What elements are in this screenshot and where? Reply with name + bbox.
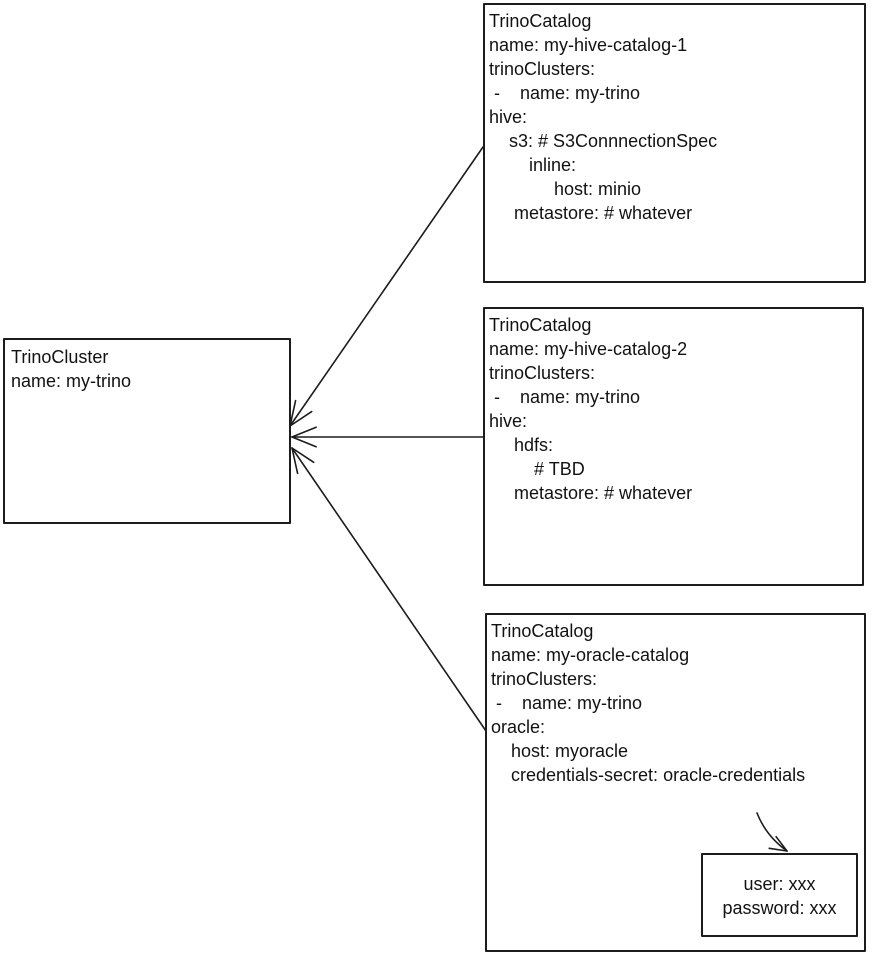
catalog1-host-line: host: minio: [489, 179, 642, 199]
catalog2-trinoclusters-line: trinoClusters:: [489, 363, 596, 383]
catalog2-hdfs-line: hdfs:: [489, 435, 554, 455]
trino-catalog-3-node: TrinoCatalog name: my-oracle-catalog tri…: [485, 613, 866, 952]
catalog1-s3-line: s3: # S3ConnnectionSpec: [489, 131, 718, 151]
connector-catalog1-to-cluster: [289, 146, 484, 427]
catalog2-cluster-ref-line: - name: my-trino: [489, 387, 641, 407]
trino-catalog-1-node: TrinoCatalog name: my-hive-catalog-1 tri…: [483, 3, 866, 283]
connector-catalog3-to-cluster: [291, 447, 487, 732]
cluster-name-line: name: my-trino: [11, 371, 132, 391]
catalog1-cluster-ref-line: - name: my-trino: [489, 83, 641, 103]
catalog2-tbd-line: # TBD: [489, 459, 585, 479]
arrowhead-catalog2-barb: [291, 426, 317, 438]
catalog2-metastore-line: metastore: # whatever: [489, 483, 693, 503]
trino-cluster-node: TrinoCluster name: my-trino: [3, 338, 291, 524]
catalog1-hive-line: hive:: [489, 107, 528, 127]
catalog1-metastore-line: metastore: # whatever: [489, 203, 693, 223]
credentials-user-line: user: xxx: [743, 874, 816, 894]
catalog3-cluster-ref-line: - name: my-trino: [491, 693, 643, 713]
arrowhead-catalog3-barb: [291, 447, 299, 475]
trino-catalog-2-node: TrinoCatalog name: my-hive-catalog-2 tri…: [483, 307, 864, 586]
credentials-secret-node: user: xxx password: xxx: [701, 853, 858, 937]
catalog2-hive-line: hive:: [489, 411, 528, 431]
arrowhead-catalog1-barb: [289, 410, 313, 427]
catalog3-name-line: name: my-oracle-catalog: [491, 645, 690, 665]
catalog3-credentials-secret-line: credentials-secret: oracle-credentials: [491, 765, 806, 785]
catalog1-title: TrinoCatalog: [489, 11, 592, 31]
catalog2-name-line: name: my-hive-catalog-2: [489, 339, 688, 359]
catalog3-title: TrinoCatalog: [491, 621, 594, 641]
arrowhead-catalog2-barb: [291, 436, 317, 448]
catalog3-trinoclusters-line: trinoClusters:: [491, 669, 598, 689]
catalog3-host-line: host: myoracle: [491, 741, 629, 761]
arrowhead-catalog3-barb: [291, 447, 315, 464]
credentials-password-line: password: xxx: [722, 898, 837, 918]
catalog1-trinoclusters-line: trinoClusters:: [489, 59, 596, 79]
catalog2-title: TrinoCatalog: [489, 315, 592, 335]
catalog1-inline-line: inline:: [489, 155, 577, 175]
catalog1-name-line: name: my-hive-catalog-1: [489, 35, 688, 55]
catalog3-oracle-line: oracle:: [491, 717, 546, 737]
cluster-title: TrinoCluster: [11, 347, 109, 367]
